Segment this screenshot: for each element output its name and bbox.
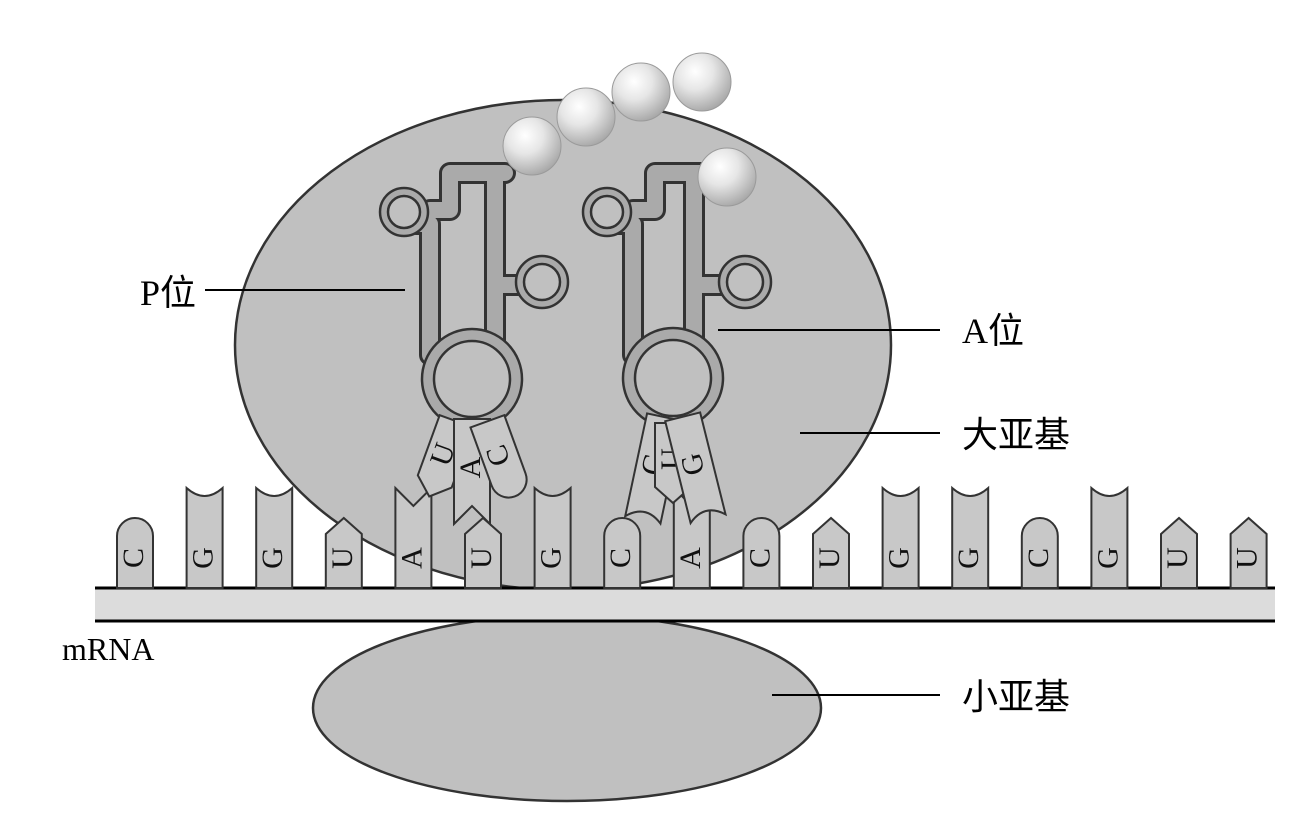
amino-acid (611, 62, 671, 122)
incoming-amino-acid (697, 147, 757, 207)
small-subunit (311, 613, 823, 803)
mrna-base: U (1160, 516, 1198, 589)
anticodon-base: C (469, 413, 528, 499)
trna-p-site (378, 162, 570, 431)
anticodon-letter: A (454, 456, 487, 478)
mrna-base: U (1229, 516, 1268, 589)
mrna-base-letter: U (465, 547, 498, 569)
p-site-label: P位 (140, 273, 196, 313)
a-site-label: A位 (962, 311, 1024, 351)
mrna-strip (95, 588, 1275, 621)
mrna-base-letter: U (326, 547, 359, 569)
amino-acid (672, 52, 732, 112)
mrna-base: A (394, 485, 433, 589)
small-subunit-label: 小亚基 (962, 677, 1070, 717)
mrna-base-letter: C (117, 548, 150, 568)
large-subunit-label: 大亚基 (962, 415, 1070, 455)
mrna-base-letter: C (1022, 548, 1055, 568)
mrna-base-letter: C (743, 548, 776, 568)
mrna-base-letter: A (395, 547, 428, 569)
mrna-base-letter: G (256, 547, 289, 569)
mrna-base: G (951, 485, 990, 589)
mrna-base: G (533, 485, 572, 589)
mrna-base-letter: C (604, 548, 637, 568)
mrna-base-letter: G (883, 547, 916, 569)
mrna-base: U (812, 516, 850, 589)
mrna-base: C (1020, 517, 1059, 589)
trna-a-site (581, 162, 773, 430)
mrna-base: G (881, 485, 920, 589)
mrna-base-letter: G (1091, 547, 1124, 569)
anticodon-base: G (663, 411, 728, 526)
amino-acid (502, 116, 562, 176)
mrna-base: G (185, 485, 224, 589)
mrna-base: G (1090, 485, 1129, 589)
mrna-base: C (116, 517, 154, 589)
mrna-base: C (742, 517, 781, 589)
mrna-base: U (464, 516, 502, 589)
mrna-base-letter: G (187, 547, 220, 569)
mrna-base-letter: G (952, 547, 985, 569)
mrna-base-letter: A (674, 547, 707, 569)
mrna-base-letter: U (1231, 547, 1264, 569)
mrna-base-letter: G (535, 547, 568, 569)
mrna-label: mRNA (62, 631, 154, 667)
mrna-base: C (603, 517, 642, 589)
amino-acid-chain (502, 52, 757, 207)
mrna-base: G (255, 485, 294, 589)
amino-acid (556, 87, 616, 147)
mrna-base: U (324, 516, 363, 589)
mrna-base-letter: U (813, 547, 846, 569)
mrna-base-letter: U (1161, 547, 1194, 569)
